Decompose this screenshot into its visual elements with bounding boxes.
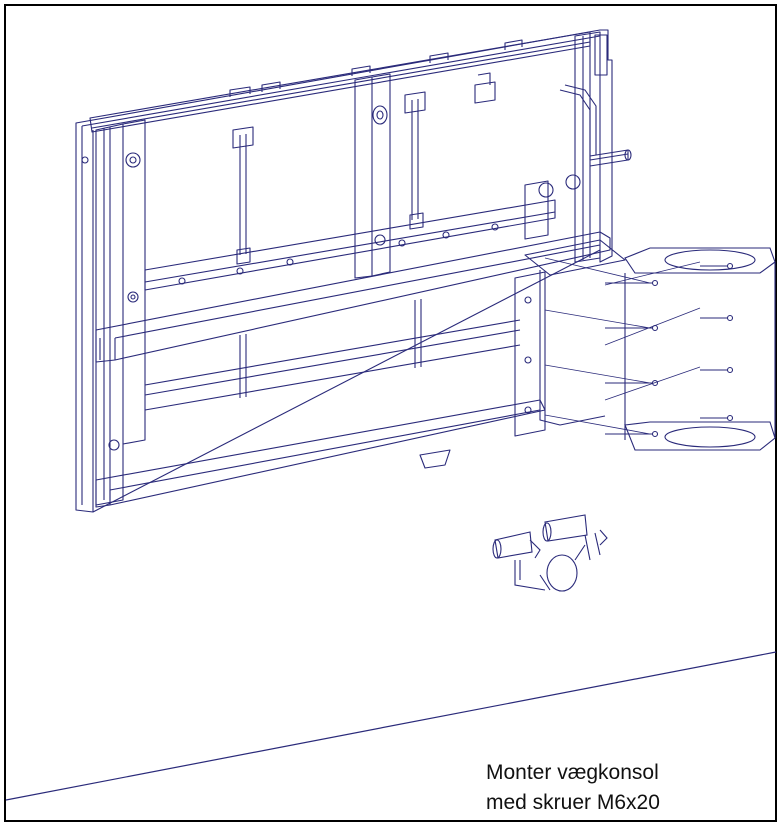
screw-guide-lines	[544, 257, 701, 435]
mount-plate	[514, 271, 546, 437]
bracket-screws	[605, 262, 734, 438]
caption-line-1: Monter vægkonsol	[486, 761, 659, 784]
actuator-right	[404, 91, 426, 230]
lower-crossbar	[95, 231, 611, 363]
actuator-left	[232, 126, 254, 265]
instruction-caption: Monter vægkonsol med skruer M6x20	[486, 758, 776, 818]
floor-line	[5, 651, 777, 801]
crank-handle	[559, 84, 629, 161]
frame-outer	[75, 29, 613, 513]
page-frame	[4, 4, 777, 822]
right-block	[524, 180, 549, 240]
left-inner-post	[122, 119, 146, 445]
caption-line-2: med skruer M6x20	[486, 791, 660, 814]
wall-frame-assembly	[75, 29, 632, 513]
bottom-bar	[95, 399, 546, 508]
middle-rail	[144, 199, 556, 291]
left-post	[95, 123, 124, 506]
left-post-bolt-1	[125, 152, 141, 168]
loose-fittings	[492, 514, 608, 592]
right-post	[574, 31, 601, 263]
wall-bracket	[605, 247, 776, 451]
extension-arm	[524, 239, 626, 276]
top-rail	[89, 31, 591, 133]
rail-holes	[178, 223, 499, 285]
